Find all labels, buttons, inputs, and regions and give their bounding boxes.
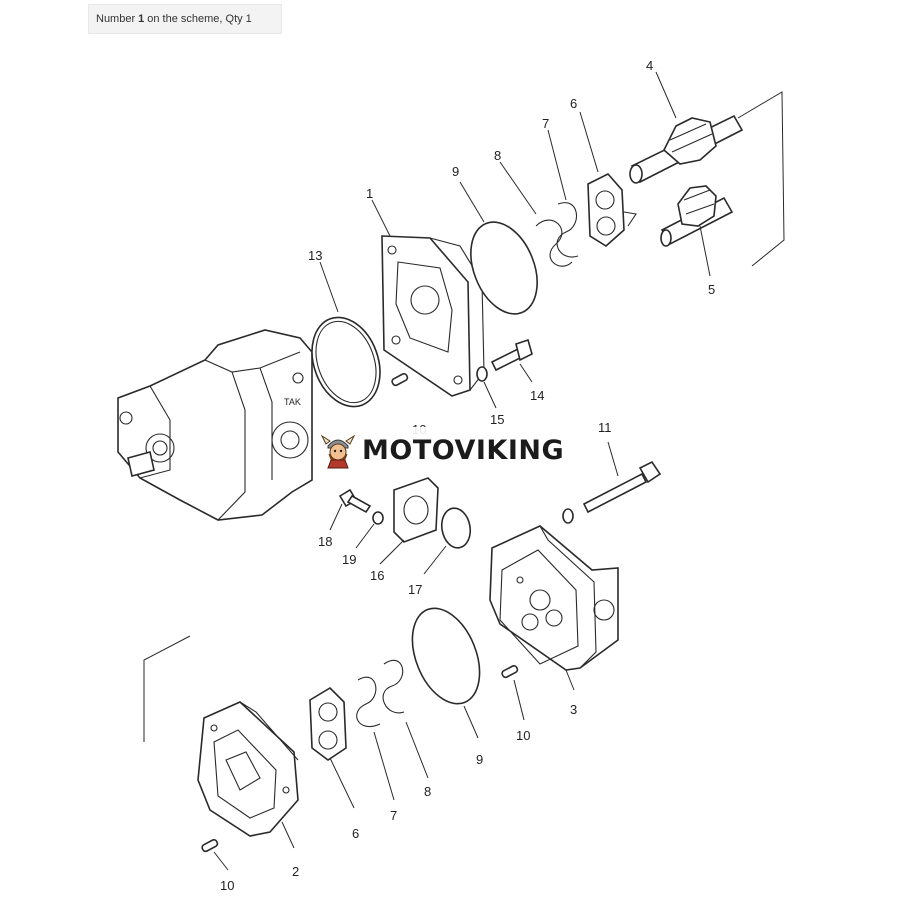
label-8-bottom: 8 <box>424 784 431 799</box>
label-16: 16 <box>370 568 384 583</box>
part-17-o-ring <box>440 507 472 549</box>
caption-number: 1 <box>138 13 145 25</box>
part-9-seal-bottom <box>411 607 481 705</box>
part-4-gear-shaft <box>629 114 744 184</box>
label-8-top: 8 <box>494 148 501 163</box>
part-7-clip-bottom <box>356 676 381 727</box>
label-15: 15 <box>490 412 504 427</box>
label-10-right: 10 <box>516 728 530 743</box>
label-19: 19 <box>342 552 356 567</box>
part-16-flange <box>393 477 439 543</box>
watermark-brand: MOTOVIKING <box>362 434 565 466</box>
washer-right <box>562 508 574 524</box>
label-7-bottom: 7 <box>390 808 397 823</box>
label-10-bottom: 10 <box>220 878 234 893</box>
part-6-bushing-top <box>587 173 637 247</box>
part-labels: 1 2 3 4 5 6 6 7 7 8 8 9 9 10 10 10 11 13… <box>220 58 715 893</box>
watermark: MOTOVIKING <box>316 427 586 473</box>
part-1-plate <box>381 235 485 397</box>
part-18-bolt <box>338 488 372 514</box>
label-2: 2 <box>292 864 299 879</box>
label-17: 17 <box>408 582 422 597</box>
caption-prefix: Number <box>96 13 136 25</box>
viking-mascot-icon <box>320 434 356 469</box>
part-13-o-ring <box>311 316 381 408</box>
part-9-seal-top <box>470 221 538 315</box>
part-8-clip-bottom <box>382 659 405 714</box>
part-10-dowel-right <box>501 664 519 679</box>
label-7-top: 7 <box>542 116 549 131</box>
label-11: 11 <box>598 420 612 435</box>
part-15-washer <box>476 366 488 382</box>
label-4: 4 <box>646 58 653 73</box>
svg-text:TAK: TAK <box>284 397 301 407</box>
leader-lines <box>213 71 711 871</box>
part-19-washer <box>372 511 384 525</box>
part-2-cover <box>197 701 299 837</box>
part-6-bushing-bottom <box>309 686 347 761</box>
dowel-pin-upper <box>391 372 409 387</box>
part-11-long-bolt <box>582 460 662 514</box>
label-6-bottom: 6 <box>352 826 359 841</box>
caption-suffix: on the scheme, Qty 1 <box>147 13 252 25</box>
scheme-caption: Number 1 on the scheme, Qty 1 <box>88 4 282 34</box>
bracket-bottom-left <box>143 635 191 742</box>
label-14: 14 <box>530 388 544 403</box>
label-1: 1 <box>366 186 373 201</box>
bracket-top-right <box>737 91 785 267</box>
label-3: 3 <box>570 702 577 717</box>
label-13: 13 <box>308 248 322 263</box>
part-10-dowel-bottom <box>201 838 219 853</box>
part-14-bolt <box>490 338 533 372</box>
label-5: 5 <box>708 282 715 297</box>
label-6-top: 6 <box>570 96 577 111</box>
label-18: 18 <box>318 534 332 549</box>
part-7-clip-top <box>556 202 579 258</box>
pump-assembly: TAK <box>117 329 313 521</box>
label-9-bottom: 9 <box>476 752 483 767</box>
part-8-clip-top <box>535 219 573 267</box>
label-9-top: 9 <box>452 164 459 179</box>
part-3-housing <box>489 525 619 671</box>
part-5-gear <box>660 185 734 247</box>
